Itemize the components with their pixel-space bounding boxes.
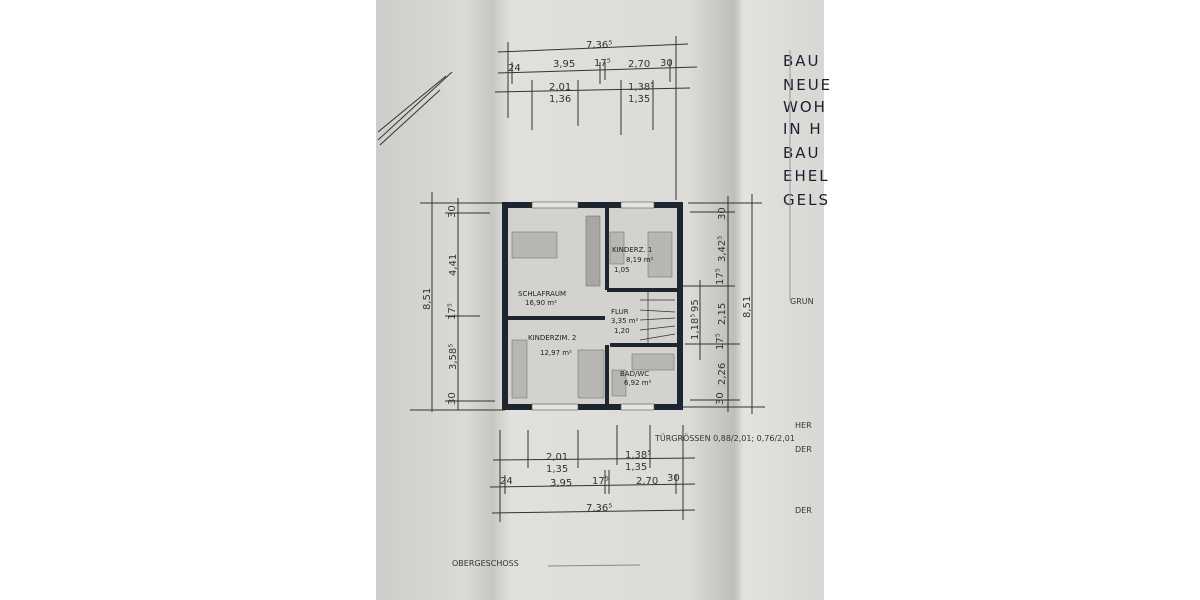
right-inner-dim: 95 — [690, 299, 701, 312]
side-label: DER — [795, 506, 812, 515]
title-line: WOH — [783, 98, 827, 116]
title-line: IN H — [783, 120, 823, 138]
door-sizes-note: TÜRGRÖSSEN 0,88/2,01; 0,76/2,01 — [654, 433, 795, 443]
top-dim: 2,01 — [549, 82, 571, 93]
title-line: NEUE — [783, 76, 832, 94]
bottom-dimension-lines — [489, 425, 696, 522]
title-line: BAU — [783, 144, 821, 162]
bottom-dim: 2,01 — [546, 452, 568, 463]
interior-walls — [505, 205, 680, 407]
room-name: SCHLAFRAUM — [518, 290, 566, 298]
top-dim: 1,35 — [628, 94, 650, 105]
room-name: FLUR — [611, 308, 629, 316]
title-line: BAU — [783, 52, 821, 70]
room-note: 1,05 — [614, 266, 630, 274]
room-area: 12,97 m² — [540, 349, 572, 357]
top-dim: 30 — [660, 58, 673, 69]
room-area: 8,19 m² — [626, 256, 654, 264]
right-dim: 3,42⁵ — [717, 236, 728, 262]
bottom-dim: 24 — [500, 476, 513, 487]
floor-label: OBERGESCHOSS — [452, 559, 519, 568]
bottom-dim: 1,38⁵ — [625, 450, 651, 461]
title-line: EHEL — [783, 167, 830, 185]
right-dim: 2,15 — [717, 303, 728, 325]
top-dim: 24 — [508, 63, 521, 74]
right-inner-dim: 1,18⁵ — [690, 314, 701, 340]
right-dim: 2,26 — [717, 363, 728, 385]
right-dim: 30 — [715, 392, 726, 405]
room-name: KINDERZ. 1 — [612, 246, 652, 254]
room-name: KINDERZIM. 2 — [528, 334, 576, 342]
left-dimension-lines — [410, 192, 505, 412]
left-dim: 4,41 — [448, 254, 459, 276]
bottom-dim: 1,35 — [625, 462, 647, 473]
top-dim: 2,70 — [628, 59, 650, 70]
bottom-dim: 2,70 — [636, 476, 658, 487]
left-dim: 17⁵ — [447, 303, 458, 320]
furniture — [511, 215, 675, 399]
bottom-dim: 3,95 — [550, 478, 572, 489]
bottom-dim: 17⁵ — [592, 476, 609, 487]
top-dim: 1,38⁵ — [628, 82, 654, 93]
left-dim: 30 — [447, 392, 458, 405]
windows — [531, 201, 655, 411]
top-dim: 3,95 — [553, 59, 575, 70]
top-dim: 1,36 — [549, 94, 571, 105]
bottom-total-dim: 7,36⁵ — [586, 503, 612, 514]
staircase — [639, 292, 676, 343]
room-name: BAD/WC — [620, 370, 649, 378]
left-total-dim: 8,51 — [422, 288, 433, 310]
side-label: GRUN — [790, 297, 814, 306]
room-area: 6,92 m² — [624, 379, 652, 387]
right-dim: 30 — [717, 207, 728, 220]
top-dim: 17⁵ — [594, 58, 611, 69]
top-dimension-lines — [494, 36, 698, 200]
bottom-dim: 1,35 — [546, 464, 568, 475]
side-label: HER — [795, 421, 812, 430]
right-total-dim: 8,51 — [742, 296, 753, 318]
left-dim: 30 — [447, 205, 458, 218]
floor-plan: SCHLAFRAUM 16,90 m² KINDERZ. 1 8,19 m² 1… — [502, 201, 683, 411]
title-line: GELS — [783, 191, 830, 209]
room-note: 1,20 — [614, 327, 630, 335]
room-area: 16,90 m² — [525, 299, 557, 307]
title-block: BAU NEUE WOH IN H BAU EHEL GELS — [783, 52, 832, 209]
bottom-dim: 30 — [667, 473, 680, 484]
right-dimension-lines — [680, 194, 765, 414]
diagonal-strokes — [377, 71, 453, 146]
right-dim: 17⁵ — [715, 333, 726, 350]
left-dim: 3,58⁵ — [448, 344, 459, 370]
side-label: DER — [795, 445, 812, 454]
top-total-dim: 7,36⁵ — [586, 40, 612, 51]
room-area: 3,35 m² — [611, 317, 639, 325]
floor-label-underline — [547, 564, 641, 567]
right-dim: 17⁵ — [715, 268, 726, 285]
